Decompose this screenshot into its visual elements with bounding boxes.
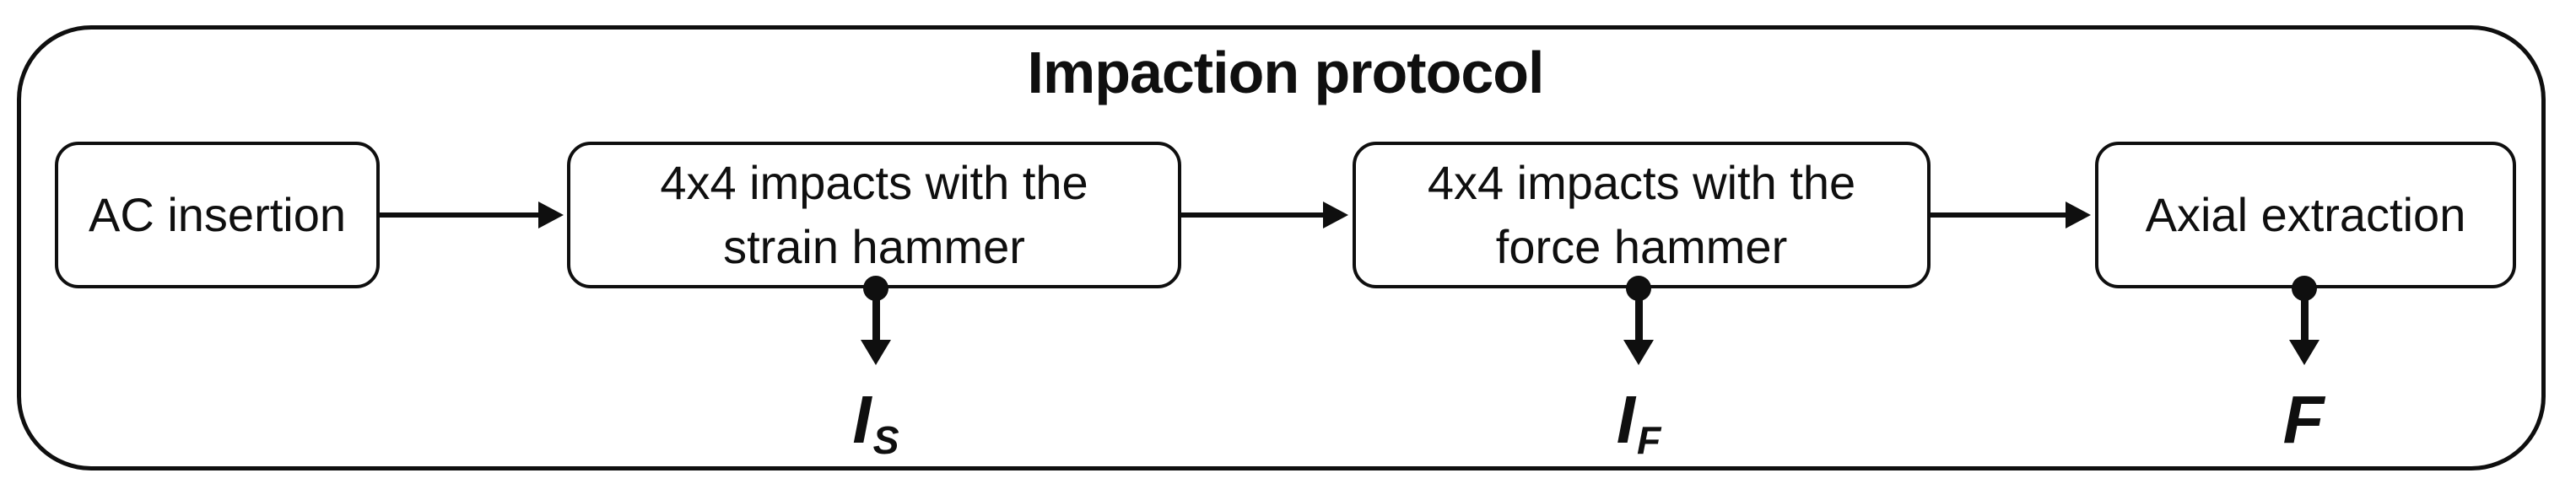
flow-box-axial-extraction: Axial extraction (2095, 142, 2516, 288)
arrow-line-3 (1931, 212, 2067, 218)
flow-box-force-hammer: 4x4 impacts with the force hammer (1353, 142, 1931, 288)
output-symbol: F (2282, 382, 2325, 457)
connector-shaft (2301, 288, 2309, 341)
connector-shaft (1635, 288, 1643, 341)
flow-box-strain-hammer: 4x4 impacts with the strain hammer (567, 142, 1181, 288)
output-symbol: I (852, 382, 872, 457)
flow-box-ac-insertion: AC insertion (55, 142, 380, 288)
output-symbol: I (1616, 382, 1635, 457)
arrow-head-right-icon (1323, 202, 1348, 228)
output-label-f: F (2283, 386, 2326, 460)
output-subscript: S (872, 417, 899, 462)
arrow-head-right-icon (2066, 202, 2091, 228)
output-subscript: F (1636, 417, 1661, 462)
diagram-title: Impaction protocol (1027, 40, 1545, 105)
output-label-if: IF (1617, 386, 1661, 460)
connector-shaft (872, 288, 880, 341)
arrow-head-right-icon (538, 202, 564, 228)
output-label-is: IS (852, 386, 899, 460)
arrow-head-down-icon (861, 340, 891, 365)
arrow-line-2 (1181, 212, 1325, 218)
arrow-head-down-icon (1623, 340, 1654, 365)
arrow-head-down-icon (2289, 340, 2319, 365)
arrow-line-1 (380, 212, 540, 218)
